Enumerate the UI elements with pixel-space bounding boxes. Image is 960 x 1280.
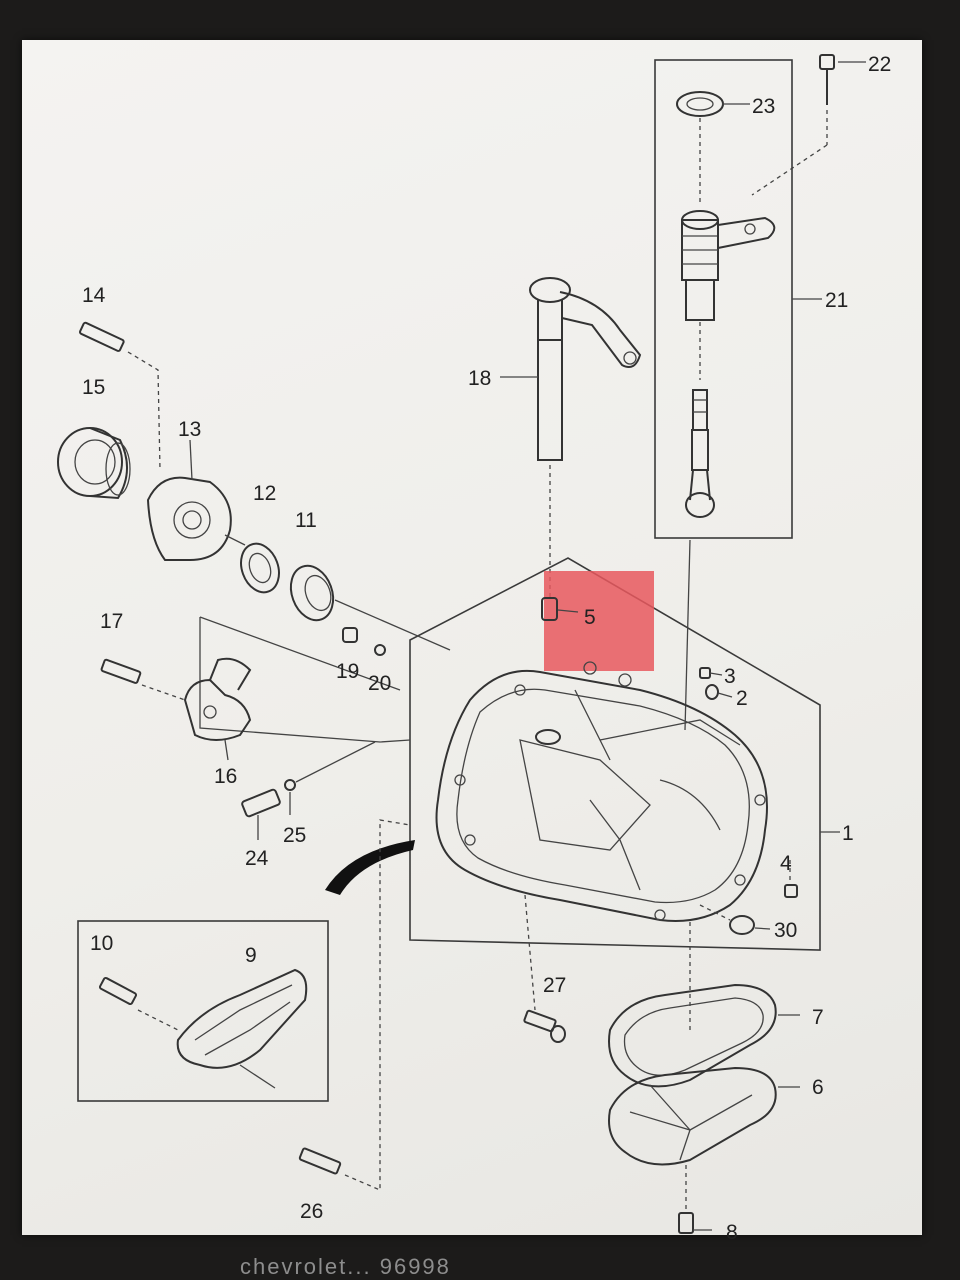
pointer-arrow	[325, 840, 415, 895]
box-21-group	[654, 59, 793, 539]
label-24: 24	[245, 847, 269, 870]
label-3: 3	[724, 665, 736, 688]
box-9-10-group	[77, 920, 329, 1102]
label-15: 15	[82, 376, 105, 399]
part-26-bolt	[298, 819, 411, 1191]
part-17-bolt	[100, 658, 186, 701]
box-16-group	[199, 617, 411, 743]
part-22-bolt	[751, 54, 835, 196]
label-10: 10	[90, 932, 113, 955]
part-30-plug	[699, 904, 771, 935]
label-19: 19	[336, 660, 359, 683]
label-5: 5	[584, 606, 596, 629]
label-9: 9	[245, 944, 257, 967]
part-19-bolt	[342, 627, 358, 643]
label-30: 30	[774, 919, 797, 942]
part-27-bolt	[523, 894, 566, 1043]
label-11: 11	[295, 509, 317, 532]
part-10-bolt	[98, 976, 179, 1031]
bottom-caption: chevrolet... 96998	[240, 1254, 451, 1279]
part-2-pin	[705, 684, 733, 700]
label-1: 1	[842, 822, 854, 845]
label-22: 22	[868, 53, 891, 76]
part-25-washer	[284, 741, 376, 815]
part-8-drain-plug	[678, 1165, 712, 1234]
part-24-switch	[241, 788, 281, 840]
label-14: 14	[82, 284, 106, 307]
part-9-cover	[176, 968, 308, 1089]
part-21-sensor-assembly	[681, 210, 776, 731]
part-3-pin	[699, 667, 723, 679]
part-5-plug	[541, 597, 579, 621]
highlight-part-5	[544, 571, 654, 671]
label-17: 17	[100, 610, 123, 633]
part-20-washer	[374, 644, 386, 656]
label-18: 18	[468, 367, 491, 390]
label-8: 8	[726, 1221, 738, 1244]
label-6: 6	[812, 1076, 824, 1099]
parts-diagram-sheet	[22, 40, 922, 1235]
part-15-release-bearing	[57, 427, 131, 500]
label-20: 20	[368, 672, 391, 695]
part-14-bolt	[78, 321, 161, 471]
label-12: 12	[253, 482, 276, 505]
box-1-housing	[409, 557, 821, 951]
part-23-seal	[676, 91, 724, 205]
part-18-shift-shaft	[529, 277, 642, 600]
part-4-bolt	[784, 860, 798, 898]
label-27: 27	[543, 974, 566, 997]
label-7: 7	[812, 1006, 824, 1029]
label-21: 21	[825, 289, 848, 312]
label-16: 16	[214, 765, 237, 788]
label-4: 4	[780, 852, 792, 875]
part-13-slave-cylinder	[146, 439, 246, 561]
part-16-shift-lever	[183, 657, 252, 761]
part-6-oil-pan	[608, 1066, 800, 1166]
part-12-oil-seal	[240, 542, 280, 594]
part-1-transmission-housing	[435, 661, 768, 922]
part-11-bearing	[289, 564, 451, 651]
part-7-gasket	[608, 920, 800, 1088]
label-2: 2	[736, 687, 748, 710]
label-13: 13	[178, 418, 201, 441]
label-25: 25	[283, 824, 306, 847]
label-23: 23	[752, 95, 775, 118]
label-26: 26	[300, 1200, 323, 1223]
